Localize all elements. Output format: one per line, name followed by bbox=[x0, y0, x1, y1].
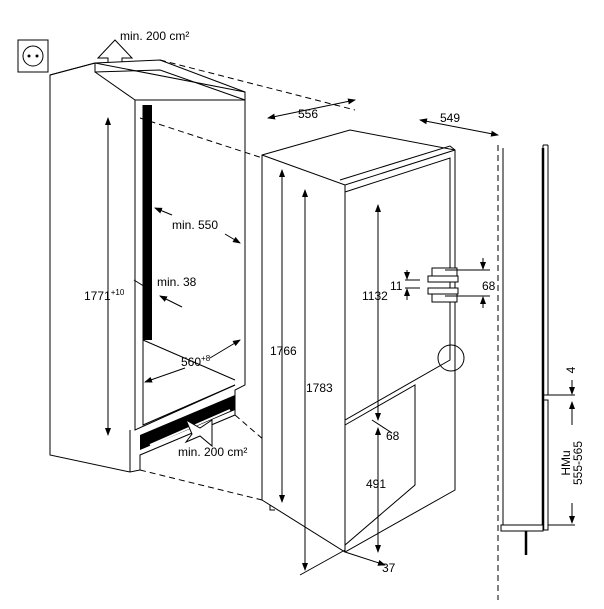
bottom-37-label: 37 bbox=[382, 561, 396, 575]
height-1132-label: 1132 bbox=[362, 289, 388, 303]
hmu-label: HMu555-565 bbox=[559, 441, 585, 485]
vent-gap-label: min. 38 bbox=[157, 275, 197, 289]
height-1766-label: 1766 bbox=[270, 344, 297, 358]
hinge-68-label: 68 bbox=[482, 279, 496, 293]
vent-channel bbox=[143, 105, 152, 340]
vent-top-label: min. 200 cm² bbox=[120, 29, 189, 43]
upper-door bbox=[344, 157, 451, 421]
height-491-label: 491 bbox=[366, 477, 386, 491]
power-socket-icon bbox=[17, 39, 49, 73]
width-549-label: 549 bbox=[440, 111, 460, 125]
gap-4-label: 4 bbox=[564, 366, 578, 373]
door-68-label: 68 bbox=[386, 429, 400, 443]
niche-height-label: 1771+10 bbox=[84, 288, 125, 303]
ventilation-in-arrow-icon bbox=[184, 418, 213, 448]
gap-11-label: 11 bbox=[390, 279, 403, 293]
vent-bottom-label: min. 200 cm² bbox=[178, 445, 247, 459]
fridge-appliance bbox=[261, 129, 456, 553]
niche-depth-label: min. 550 bbox=[172, 218, 218, 232]
height-1783-label: 1783 bbox=[306, 381, 333, 395]
side-view bbox=[500, 144, 575, 555]
hinge-detail bbox=[404, 258, 490, 372]
depth-556-label: 556 bbox=[298, 107, 318, 121]
niche-width-label: 560+8 bbox=[181, 354, 211, 369]
niche-cabinet bbox=[49, 59, 246, 473]
